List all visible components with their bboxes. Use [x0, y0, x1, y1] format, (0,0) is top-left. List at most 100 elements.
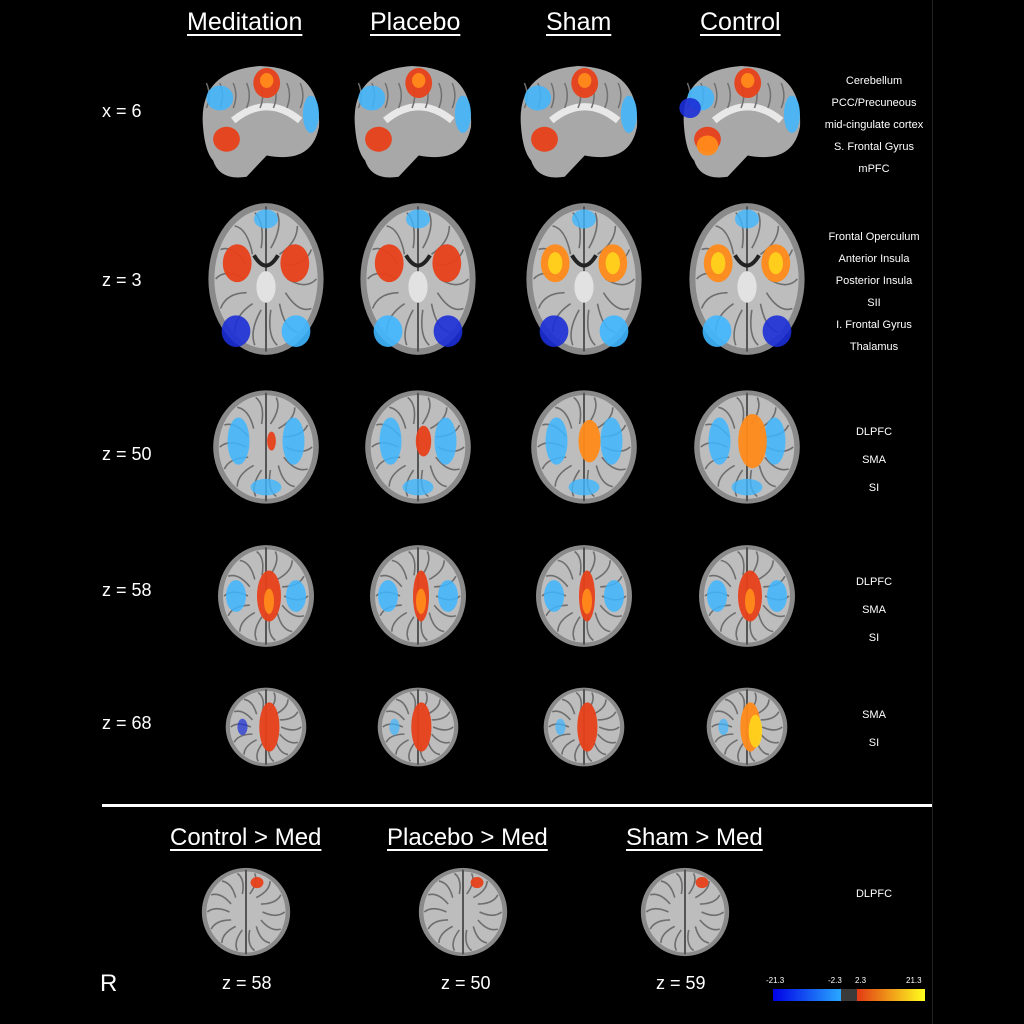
row-label-x6: x = 6: [102, 101, 142, 121]
region-label: SI: [868, 737, 880, 749]
activation-clusters: [695, 877, 709, 889]
region-label: Thalamus: [849, 341, 899, 353]
contrast-header-placebo-med: Placebo > Med: [387, 824, 548, 851]
activation-clusters: [524, 68, 637, 152]
colorbar-positive: [857, 989, 925, 1001]
brain-slice-sagittal-meditation: [202, 66, 320, 178]
contrast-header-control-med: Control > Med: [170, 824, 322, 851]
row-label-z68: z = 68: [102, 713, 152, 733]
column-header-sham: Sham: [546, 8, 612, 36]
brain-slice-axial-mid-control: [694, 390, 800, 504]
row-label-z50: z = 50: [102, 444, 152, 464]
column-header-meditation: Meditation: [187, 8, 303, 36]
region-list-contrast: DLPFC: [808, 883, 940, 905]
colorbar: [773, 989, 925, 1001]
activation-clusters: [221, 209, 311, 347]
region-label: PCC/Precuneous: [831, 97, 917, 109]
brain-slice-axial-low-sham: [526, 203, 642, 355]
contrast-z-label-sham: z = 59: [656, 973, 706, 993]
brain-slice-sagittal-placebo: [354, 66, 472, 178]
brain-slice-axial-high-sham: [536, 545, 632, 647]
region-label: SMA: [862, 604, 886, 616]
brain-tissue: [418, 867, 508, 957]
activation-clusters: [379, 417, 457, 496]
activation-clusters: [539, 209, 629, 347]
region-list-x6: Cerebellum PCC/Precuneous mid-cingulate …: [808, 70, 940, 180]
brain-slice-axial-mid-placebo: [365, 390, 471, 504]
section-divider: [102, 804, 932, 807]
column-header-placebo: Placebo: [370, 8, 461, 36]
activation-clusters: [679, 68, 800, 156]
brain-slice-axial-top-sham: [543, 687, 625, 767]
colorbar-tick: -21.3: [766, 976, 785, 985]
activation-clusters: [545, 417, 623, 496]
contrast-slice-0: [201, 867, 291, 957]
contrast-z-label-control: z = 58: [222, 973, 272, 993]
brain-slice-axial-high-placebo: [370, 545, 466, 647]
activation-clusters: [227, 417, 305, 496]
region-label: Anterior Insula: [838, 253, 910, 265]
region-label: DLPFC: [855, 888, 893, 900]
region-label: SII: [867, 297, 881, 309]
region-label: I. Frontal Gyrus: [836, 319, 912, 331]
activation-clusters: [389, 702, 432, 752]
region-label: SMA: [862, 454, 886, 466]
frame-edge: [932, 0, 933, 1024]
region-label: Cerebellum: [845, 75, 903, 87]
region-list-z58: DLPFC SMA SI: [808, 571, 940, 655]
colorbar-threshold-gap: [841, 989, 857, 1001]
activation-clusters: [226, 570, 306, 622]
activation-clusters: [250, 877, 264, 889]
contrast-header-sham-med: Sham > Med: [626, 824, 763, 851]
region-label: Frontal Operculum: [828, 231, 920, 243]
colorbar-tick: -2.3: [828, 976, 842, 985]
brain-slice-axial-low-placebo: [360, 203, 476, 355]
region-label: mid-cingulate cortex: [824, 119, 924, 131]
activation-clusters: [718, 702, 763, 752]
activation-clusters: [708, 413, 786, 496]
brain-slice-axial-low-control: [689, 203, 805, 355]
brain-slice-axial-top-placebo: [377, 687, 459, 767]
region-label: SI: [868, 482, 880, 494]
activation-clusters: [470, 877, 484, 889]
activation-clusters: [206, 68, 319, 152]
region-label: S. Frontal Gyrus: [833, 141, 915, 153]
activation-clusters: [707, 570, 787, 622]
region-label: Posterior Insula: [835, 275, 913, 287]
colorbar-tick: 21.3: [906, 976, 922, 985]
region-list-z50: DLPFC SMA SI: [808, 421, 940, 505]
activation-clusters: [358, 68, 471, 152]
region-label: SI: [868, 632, 880, 644]
row-label-z3: z = 3: [102, 270, 142, 290]
activation-clusters: [237, 702, 280, 752]
contrast-z-label-placebo: z = 50: [441, 973, 491, 993]
column-header-control: Control: [700, 8, 781, 36]
brain-slice-axial-low-meditation: [208, 203, 324, 355]
brain-slice-sagittal-sham: [520, 66, 638, 178]
region-label: DLPFC: [855, 426, 893, 438]
region-list-z68: SMA SI: [808, 704, 940, 760]
brain-slice-axial-high-control: [699, 545, 795, 647]
brain-tissue: [201, 867, 291, 957]
orientation-label: R: [100, 970, 118, 997]
brain-slice-axial-top-control: [706, 687, 788, 767]
brain-slice-axial-high-meditation: [218, 545, 314, 647]
colorbar-tick: 2.3: [855, 976, 867, 985]
brain-slice-axial-mid-sham: [531, 390, 637, 504]
contrast-slice-1: [418, 867, 508, 957]
activation-clusters: [378, 570, 458, 622]
row-label-z58: z = 58: [102, 580, 152, 600]
brain-slice-sagittal-control: [679, 66, 801, 178]
brain-tissue: [640, 867, 730, 957]
region-label: DLPFC: [855, 576, 893, 588]
colorbar-negative: [773, 989, 841, 1001]
activation-clusters: [555, 702, 598, 752]
activation-clusters: [373, 209, 463, 347]
region-label: mPFC: [858, 163, 890, 175]
region-list-z3: Frontal Operculum Anterior Insula Poster…: [808, 226, 940, 358]
activation-clusters: [702, 209, 792, 347]
brain-slice-axial-mid-meditation: [213, 390, 319, 504]
contrast-slice-2: [640, 867, 730, 957]
brain-slice-axial-top-meditation: [225, 687, 307, 767]
activation-clusters: [544, 570, 624, 622]
